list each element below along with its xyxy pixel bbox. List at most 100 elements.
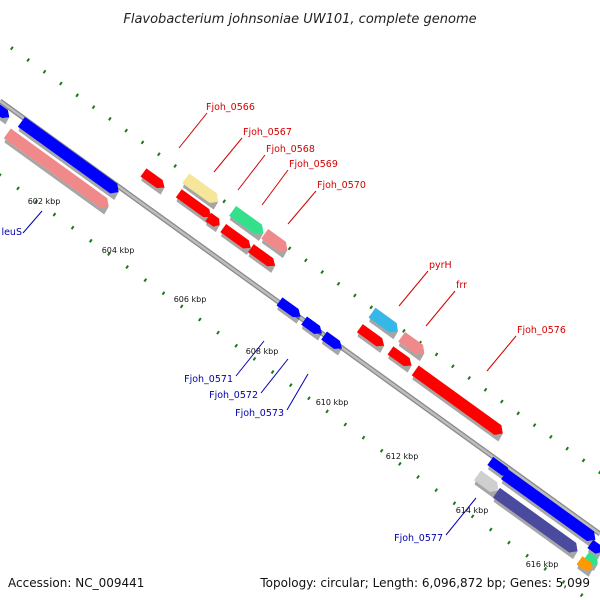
callout-line [425, 290, 456, 327]
ring-dot [325, 409, 329, 414]
gene-block-pink-body [3, 128, 109, 208]
gene-block-red-body [356, 324, 385, 347]
ring-dot [10, 46, 14, 51]
gene-block-blue-shadow [501, 480, 596, 548]
ring-dot [304, 258, 308, 263]
gene-block-blue [301, 316, 322, 341]
ring-dot [543, 566, 548, 571]
ring-dot [88, 238, 93, 243]
gene-block-gray [473, 470, 499, 499]
gene-block-pink [3, 128, 109, 215]
scale-label: 606 kbp [174, 295, 207, 304]
ring-dot [125, 265, 129, 270]
gene-block-cyan-shadow [369, 318, 398, 340]
gene-block-gray-shadow [474, 481, 499, 499]
ring-dot [434, 488, 439, 493]
ring-dot [507, 540, 511, 545]
gene-block-red-shadow [248, 253, 276, 273]
gene-label-forward: Fjoh_0567 [243, 127, 292, 138]
gene-block-red-body [140, 168, 165, 189]
gene-block-gray-body [473, 470, 499, 492]
gene-block-red [205, 212, 220, 233]
gene-label-forward: Fjoh_0576 [517, 325, 566, 336]
ring-dot [579, 593, 584, 598]
ring-dot [270, 370, 275, 375]
gene-block-red [387, 346, 412, 373]
gene-block-blue-body [301, 316, 322, 334]
gene-block-red [220, 223, 251, 256]
ring-dot [565, 446, 570, 451]
gene-block-green-body [229, 206, 264, 235]
gene-block-blue [17, 117, 119, 200]
gene-block-red-shadow [176, 198, 212, 224]
gene-label-reverse: Fjoh_0577 [394, 533, 443, 544]
gene-block-pink-body [398, 331, 425, 355]
gene-label-forward: frr [456, 280, 467, 291]
gene-block-yellow-shadow [182, 184, 219, 210]
gene-block-red [356, 324, 385, 353]
gene-block-blue-body [276, 297, 301, 318]
ring-dot [467, 375, 472, 380]
gene-block-blue [276, 297, 301, 324]
gene-label-reverse: Fjoh_0571 [184, 374, 233, 385]
gene-block-blue-shadow [277, 306, 301, 324]
gene-block-blue-shadow [588, 549, 600, 560]
gene-block-red-body [205, 212, 220, 227]
ring-dot [287, 246, 292, 251]
ring-dot [59, 81, 63, 86]
gene-block-blue-body [487, 456, 510, 476]
ring-dot [516, 411, 521, 416]
gene-block-red [175, 189, 212, 224]
scale-label: 614 kbp [456, 506, 489, 515]
ring-dot [525, 553, 529, 558]
ring-dot [16, 186, 20, 191]
ring-dot [336, 281, 341, 286]
gene-block-green-shadow [229, 216, 264, 242]
gene-block-cyan-body [368, 307, 398, 333]
ring-dot [107, 251, 111, 256]
gene-block-orange-body [576, 556, 593, 571]
ring-dot [581, 458, 586, 463]
scale-label: 612 kbp [386, 452, 419, 461]
ring-dot [179, 304, 184, 309]
gene-block-blue-shadow [0, 111, 10, 125]
ring-dot [288, 383, 293, 388]
ring-dot [42, 69, 47, 74]
callout-line [486, 335, 517, 372]
ring-dot [561, 579, 566, 584]
gene-block-orange [576, 556, 593, 577]
gene-label-forward: Fjoh_0566 [206, 102, 255, 113]
gene-block-red-body [387, 346, 412, 367]
scale-label: 608 kbp [246, 347, 279, 356]
callout-line [178, 112, 208, 149]
scale-label: 604 kbp [102, 246, 135, 255]
callout-line [445, 497, 477, 536]
gene-label-forward: Fjoh_0568 [266, 144, 315, 155]
map-title: Flavobacterium johnsoniae UW101, complet… [123, 12, 476, 27]
ring-dot [161, 291, 166, 296]
gene-block-navy-shadow [493, 498, 578, 560]
ring-dot [307, 396, 311, 401]
ring-dot [398, 461, 402, 466]
gene-block-blue-body [17, 117, 119, 194]
callout-line [22, 210, 43, 234]
gene-block-orange-shadow [577, 565, 593, 577]
gene-block-blue [0, 102, 10, 125]
ring-dot [451, 364, 455, 369]
ring-dot [320, 269, 325, 274]
gene-block-pink [261, 228, 288, 259]
gene-block-blue-body [0, 102, 10, 119]
ring-dot [532, 423, 537, 428]
gene-block-yellow-body [182, 173, 219, 204]
gene-block-red [140, 168, 165, 195]
gene-block-pink [398, 331, 425, 362]
gene-block-pink-body [261, 228, 288, 252]
callout-line [235, 340, 265, 377]
gene-block-blue-shadow [321, 340, 342, 356]
gene-block-red-shadow [412, 376, 503, 442]
ring-dot [500, 399, 504, 404]
scale-label: 616 kbp [526, 560, 559, 569]
